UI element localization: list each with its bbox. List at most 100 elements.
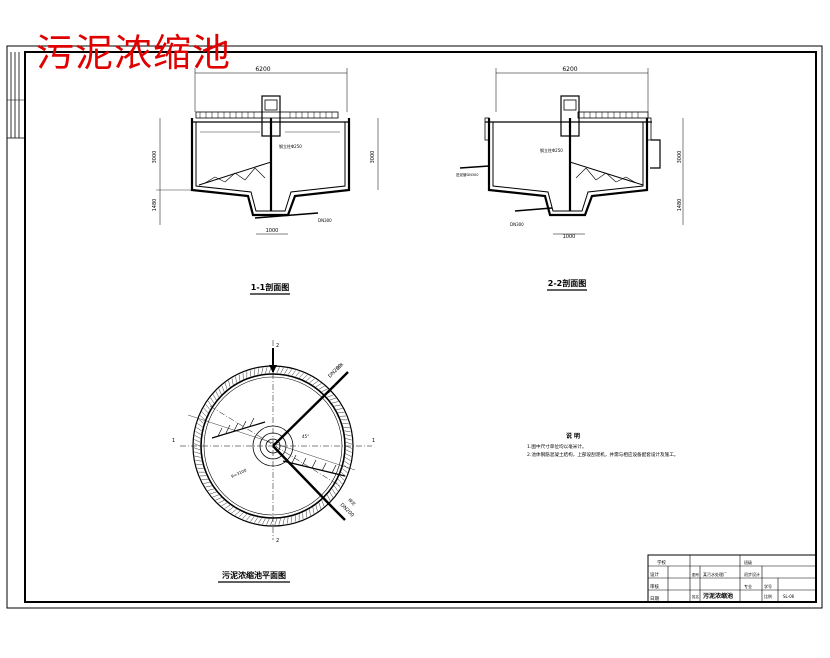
tb-drawing-no: SL-06	[783, 594, 795, 599]
section-1-1: 6200	[152, 66, 378, 294]
hatch-tick	[303, 375, 308, 380]
section-1-lower-height: 1480	[152, 199, 158, 212]
plan-title: 污泥浓缩池平面图	[222, 570, 286, 580]
tb-cell-4: 姓名	[692, 594, 699, 599]
hatch-tick	[194, 444, 200, 446]
notes-line-2: 2.池体钢筋混凝土结构，上部设刮泥机，并需与相应设备配套设计及施工。	[527, 451, 678, 458]
section-1-title: 1-1剖面图	[251, 282, 289, 292]
section-2-center-label: 钢立柱Φ250	[540, 147, 563, 153]
page-title: 污泥浓缩池	[36, 34, 231, 72]
hatch-tick	[262, 519, 265, 525]
hatch-tick	[292, 370, 296, 375]
tb-date: 日期	[650, 596, 659, 602]
hatch-tick	[340, 476, 345, 481]
hatch-tick	[202, 412, 207, 417]
plan-marker-left: 1	[172, 438, 175, 444]
section-2-2: 6200	[456, 66, 683, 290]
hatch-tick	[258, 518, 261, 524]
hatch-tick	[206, 486, 212, 487]
hatch-tick	[287, 517, 288, 523]
section-2-bottom-dim: 1000	[563, 234, 576, 240]
hatch-tick	[197, 423, 202, 427]
hatch-tick	[254, 369, 255, 375]
hatch-tick	[322, 389, 328, 392]
tb-design: 设计	[650, 571, 659, 578]
hatch-tick	[195, 456, 201, 457]
hatch-tick	[258, 368, 259, 374]
hatch-tick	[236, 376, 237, 382]
section-2-lower-height: 1480	[677, 199, 683, 212]
hatch-tick	[288, 369, 292, 374]
hatch-tick	[216, 498, 222, 501]
hatch-tick	[211, 398, 214, 403]
hatch-tick	[344, 427, 350, 428]
hatch-tick	[225, 383, 227, 389]
tb-cell-3: 图号	[692, 572, 700, 577]
hatch-tick	[206, 405, 210, 410]
hatch-tick	[195, 435, 201, 438]
hatch-tick	[322, 500, 324, 506]
hatch-tick	[338, 479, 342, 484]
hatch-tick	[228, 507, 233, 511]
hatch-tick	[296, 372, 300, 377]
hatch-tick	[208, 401, 212, 406]
hatch-tick	[306, 511, 307, 517]
hatch-tick	[194, 440, 200, 443]
hatch-tick	[316, 384, 321, 387]
hatch-tick	[271, 519, 273, 525]
hatch-tick	[246, 515, 250, 520]
hatch-tick	[346, 442, 352, 444]
hatch-tick	[313, 507, 314, 513]
hatch-tick	[327, 495, 330, 501]
hatch-tick	[213, 395, 216, 401]
hatch-tick	[344, 431, 350, 432]
section-2-width-dim: 6200	[562, 66, 577, 73]
hatch-tick	[336, 409, 342, 410]
hatch-tick	[262, 368, 263, 374]
hatch-tick	[210, 492, 216, 494]
notes-line-1: 1.图中尺寸单位均以毫米计。	[527, 443, 587, 450]
hatch-tick	[330, 492, 333, 498]
plan-pipe-a-note: 出水	[334, 361, 344, 371]
section-2-upper-height: 3000	[677, 151, 683, 164]
hatch-tick	[195, 431, 201, 434]
hatch-tick	[346, 450, 352, 453]
hatch-tick	[250, 517, 254, 522]
hatch-tick	[334, 405, 340, 406]
hatch-tick	[196, 427, 201, 431]
hatch-tick	[345, 435, 351, 436]
title-block: 学校 设计 审核 日期 某污水处理厂 初步设计 污泥浓缩池 比例 SL-06 专…	[648, 555, 816, 602]
hatch-tick	[338, 412, 344, 413]
hatch-tick	[208, 489, 214, 491]
section-1-pipe-label: DN300	[318, 218, 332, 223]
hatch-tick	[306, 377, 311, 381]
tb-drawing-title: 污泥浓缩池	[703, 592, 733, 600]
tb-project: 某污水处理厂	[703, 571, 727, 577]
tb-school: 学校	[657, 559, 666, 566]
plan-marker-bottom: 2	[276, 538, 279, 544]
tb-cell-1: 班级	[744, 559, 752, 565]
hatch-tick	[313, 381, 318, 385]
tb-cell-2: 学号	[764, 583, 772, 589]
hatch-tick	[299, 373, 303, 378]
hatch-tick	[334, 486, 338, 491]
plan-view: DN200 出水 DN200 排泥 45° R=3100 2 2 1 1 污泥浓…	[172, 340, 375, 582]
outer-border	[7, 46, 822, 608]
hatch-tick	[275, 519, 277, 525]
section-2-title: 2-2剖面图	[548, 278, 586, 288]
hatch-tick	[225, 505, 230, 508]
hatch-tick	[194, 452, 200, 454]
hatch-tick	[213, 495, 219, 497]
hatch-tick	[342, 423, 348, 424]
hatch-tick	[279, 519, 281, 525]
inner-frame	[25, 52, 816, 602]
hatch-tick	[243, 514, 247, 519]
hatch-tick	[194, 448, 200, 450]
hatch-tick	[319, 503, 321, 509]
hatch-tick	[232, 379, 233, 385]
hatch-tick	[197, 468, 203, 469]
tb-cell-0: 专业	[744, 583, 752, 589]
notes-heading: 说 明	[566, 432, 580, 440]
hatch-tick	[332, 489, 335, 494]
